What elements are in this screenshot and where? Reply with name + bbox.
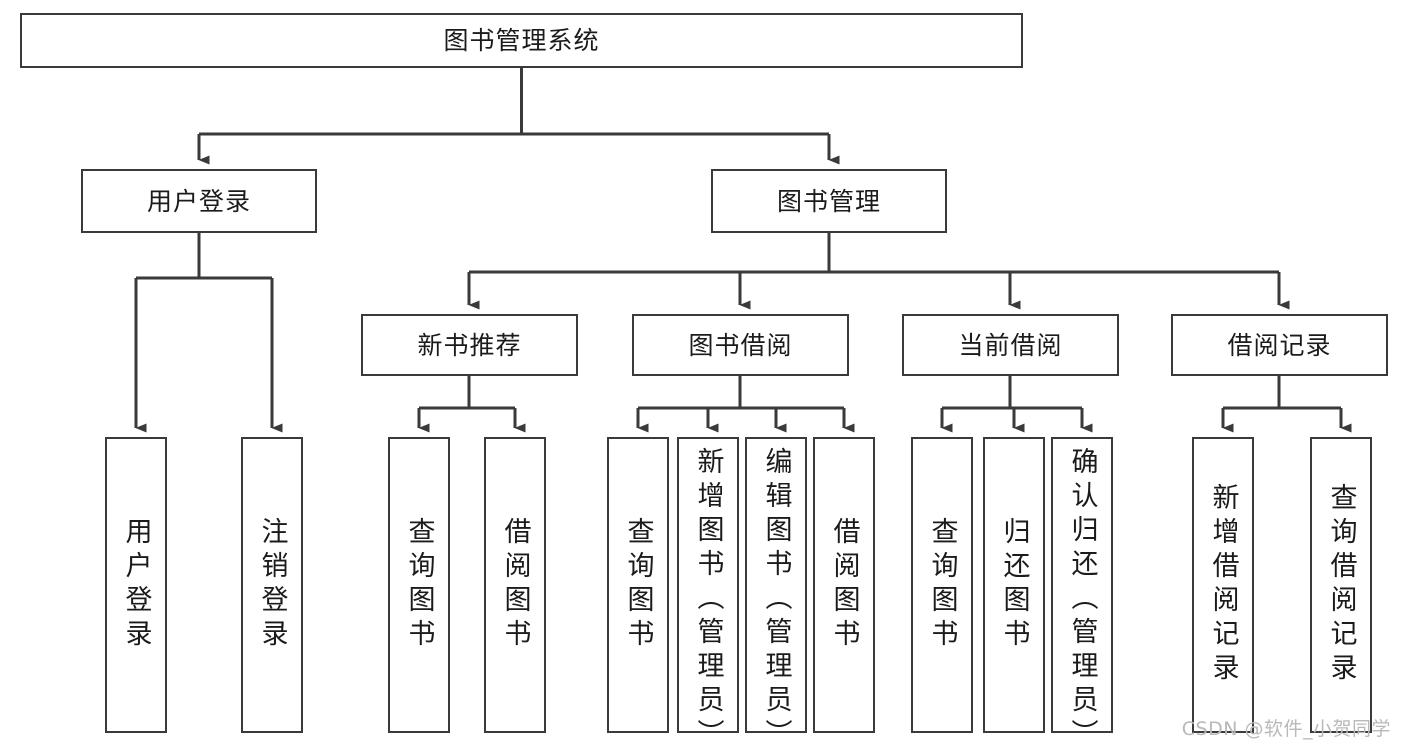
leaf-edit-book-admin[interactable]: 编辑图书（管理员）	[745, 437, 807, 753]
new-book-recommend-label: 新书推荐	[417, 330, 522, 360]
borrow-record[interactable]: 借阅记录	[1171, 314, 1388, 376]
user-login[interactable]: 用户登录	[81, 169, 317, 233]
book-management-label: 图书管理	[776, 186, 881, 216]
leaf-user-login-label: 用户登录	[120, 517, 152, 653]
leaf-return-book[interactable]: 归还图书	[983, 437, 1045, 733]
leaf-logout-label: 注销登录	[256, 517, 288, 653]
leaf-user-login[interactable]: 用户登录	[105, 437, 167, 733]
system-title-node[interactable]: 图书管理系统	[20, 13, 1023, 68]
leaf-confirm-return-admin[interactable]: 确认归还（管理员）	[1051, 437, 1113, 753]
leaf-borrow-book-2[interactable]: 借阅图书	[813, 437, 875, 733]
leaf-query-book-3[interactable]: 查询图书	[911, 437, 973, 733]
leaf-add-book-admin-label: 新增图书（管理员）	[692, 447, 724, 753]
leaf-query-book-1[interactable]: 查询图书	[388, 437, 450, 733]
book-borrow-label: 图书借阅	[688, 330, 793, 360]
leaf-add-book-admin[interactable]: 新增图书（管理员）	[677, 437, 739, 753]
system-title-node-label: 图书管理系统	[443, 26, 600, 55]
leaf-confirm-return-admin-label: 确认归还（管理员）	[1066, 447, 1098, 753]
leaf-query-book-2[interactable]: 查询图书	[607, 437, 669, 733]
edge-group	[134, 68, 1352, 433]
leaf-query-book-2-label: 查询图书	[622, 517, 654, 653]
leaf-add-borrow-record-label: 新增借阅记录	[1207, 483, 1239, 687]
current-borrow[interactable]: 当前借阅	[902, 314, 1119, 376]
leaf-logout[interactable]: 注销登录	[241, 437, 303, 733]
user-login-label: 用户登录	[146, 186, 251, 216]
leaf-borrow-book-2-label: 借阅图书	[828, 517, 860, 653]
leaf-query-borrow-record-label: 查询借阅记录	[1325, 483, 1357, 687]
leaf-query-book-3-label: 查询图书	[926, 517, 958, 653]
leaf-query-borrow-record[interactable]: 查询借阅记录	[1310, 437, 1372, 733]
leaf-add-borrow-record[interactable]: 新增借阅记录	[1192, 437, 1254, 733]
leaf-query-book-1-label: 查询图书	[403, 517, 435, 653]
leaf-edit-book-admin-label: 编辑图书（管理员）	[760, 447, 792, 753]
leaf-borrow-book-1[interactable]: 借阅图书	[484, 437, 546, 733]
leaf-return-book-label: 归还图书	[998, 517, 1030, 653]
new-book-recommend[interactable]: 新书推荐	[361, 314, 578, 376]
book-borrow[interactable]: 图书借阅	[632, 314, 849, 376]
borrow-record-label: 借阅记录	[1227, 330, 1332, 360]
current-borrow-label: 当前借阅	[958, 330, 1063, 360]
leaf-borrow-book-1-label: 借阅图书	[499, 517, 531, 653]
book-management[interactable]: 图书管理	[711, 169, 947, 233]
